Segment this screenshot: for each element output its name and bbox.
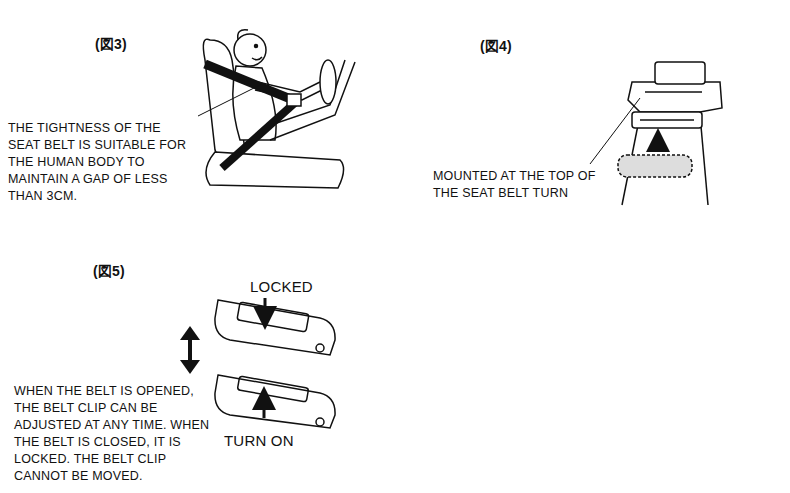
seated-person — [198, 30, 355, 188]
note-text: WHEN THE BELT IS OPENED, THE BELT CLIP C… — [14, 383, 210, 485]
figure-heading: (図4) — [480, 38, 560, 55]
part-label: MOUNTED AT THE TOP OF THE SEAT BELT TURN — [433, 168, 605, 202]
figure-heading: (図5) — [93, 263, 173, 280]
double-arrow — [180, 326, 200, 374]
belt-guide — [590, 62, 722, 205]
state-label: TURN ON — [224, 432, 334, 449]
figure-heading: (図3) — [95, 36, 175, 53]
state-label: LOCKED — [250, 278, 340, 295]
note-text: THE TIGHTNESS OF THE SEAT BELT IS SUITAB… — [8, 120, 196, 205]
belt-clip — [215, 298, 335, 428]
